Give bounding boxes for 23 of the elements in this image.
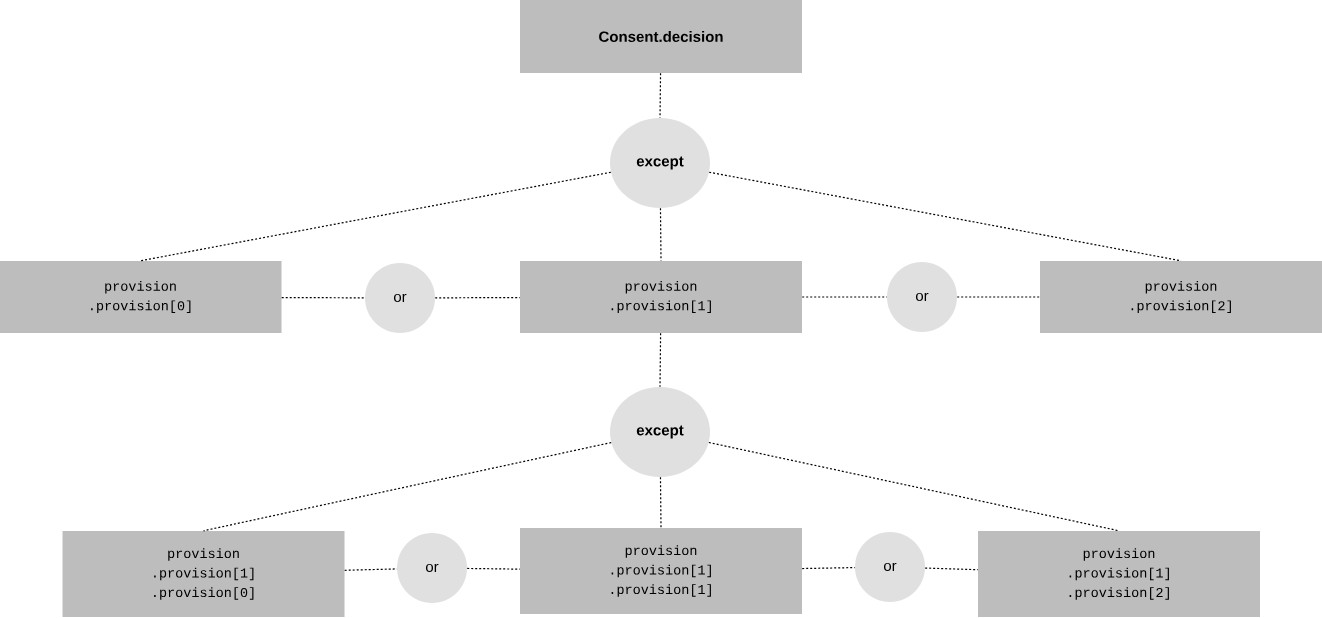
provision-box: provision .provision[2] xyxy=(1040,261,1322,333)
connector-line xyxy=(659,332,662,388)
title-box: Consent.decision xyxy=(520,0,802,73)
connector-line xyxy=(801,296,888,298)
connector-line xyxy=(434,296,521,299)
provision-box: provision .provision[1] xyxy=(520,261,802,333)
connector-line xyxy=(139,171,612,262)
connector-line xyxy=(659,476,662,529)
connector-line xyxy=(659,207,662,262)
connector-line xyxy=(659,72,662,119)
connector-line xyxy=(708,171,1182,262)
provision-box: provision .provision[1] .provision[1] xyxy=(520,528,802,614)
connector-line xyxy=(708,441,1120,532)
connector-line xyxy=(466,567,521,570)
provision-box: provision .provision[1] .provision[0] xyxy=(62,531,345,617)
provision-box: provision .provision[1] .provision[2] xyxy=(978,531,1260,617)
connector-line xyxy=(956,296,1041,298)
connector-line xyxy=(202,441,612,532)
connector-line xyxy=(281,296,366,299)
connector-line xyxy=(801,567,856,570)
connector-line xyxy=(344,568,398,571)
connector-line xyxy=(924,567,979,571)
provision-box: provision .provision[0] xyxy=(0,261,282,333)
